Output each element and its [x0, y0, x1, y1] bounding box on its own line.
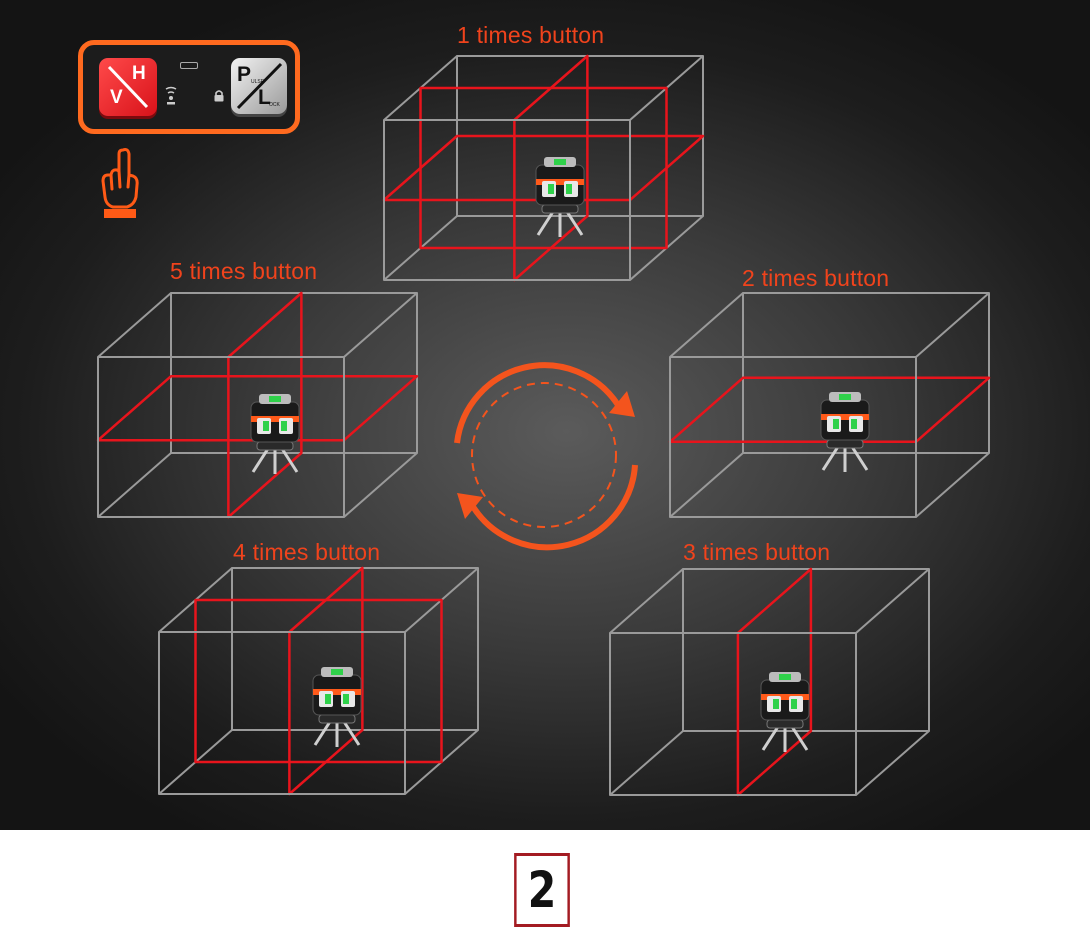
room-depth-edge	[609, 568, 684, 634]
tripod-head	[766, 719, 804, 729]
laser-emitter-left	[833, 419, 839, 429]
remote-signal-icon	[165, 86, 177, 105]
pl-bottom-letter: L	[258, 86, 271, 109]
pulse-lock-button[interactable]: P ULSE L OCK	[231, 58, 287, 114]
front-laser-plane	[194, 598, 443, 764]
laser-emitter-top	[779, 674, 791, 680]
laser-emitter-top	[554, 159, 566, 165]
laser-level-icon	[535, 157, 585, 237]
laser-level-icon	[820, 392, 870, 472]
page-number-badge: 2	[514, 853, 570, 927]
laser-level-icon	[312, 667, 362, 747]
side-laser-plane	[227, 291, 303, 519]
room-front-edges	[669, 356, 917, 518]
tripod-head	[826, 439, 864, 449]
room-depth-edge	[609, 730, 684, 796]
room-depth-edge	[343, 452, 418, 518]
laser-emitter-left	[773, 699, 779, 709]
room-depth-edge	[915, 292, 990, 358]
mode-1-caption: 1 times button	[457, 22, 605, 48]
room-front-edges	[609, 632, 857, 796]
pointing-hand-icon	[101, 148, 139, 218]
side-laser-plane	[736, 567, 813, 797]
laser-emitter-top	[839, 394, 851, 400]
room-depth-edge	[855, 730, 930, 796]
pl-bottom-sub: OCK	[269, 102, 280, 108]
laser-emitter-right	[566, 184, 572, 194]
cycle-arrows-icon	[454, 362, 638, 551]
level-orange-band	[536, 179, 584, 185]
laser-emitter-right	[851, 419, 857, 429]
laser-emitter-right	[791, 699, 797, 709]
room-depth-edge	[915, 452, 990, 518]
pl-top-letter: P	[237, 63, 252, 86]
room-depth-edge	[97, 292, 172, 358]
room-depth-edge	[669, 452, 744, 518]
pl-diagonal-icon	[236, 62, 283, 110]
room-depth-edge	[343, 292, 418, 358]
side-laser-plane	[513, 54, 589, 282]
mode-2-room	[668, 292, 991, 518]
mode-3-room	[609, 567, 930, 797]
vh-bottom-letter: V	[110, 87, 123, 108]
control-panel: H V P ULSE L OCK	[78, 40, 300, 134]
room-depth-edge	[669, 292, 744, 358]
laser-emitter-left	[548, 184, 554, 194]
laser-mode-scene	[96, 54, 991, 797]
room-front-edges	[383, 119, 631, 281]
illustration-panel: 1 times button 2 times button 3 times bu…	[0, 0, 1090, 830]
lock-icon	[214, 90, 224, 102]
side-laser-plane	[288, 566, 364, 796]
level-orange-band	[761, 694, 809, 700]
level-orange-band	[821, 414, 869, 420]
room-front-edges	[97, 356, 345, 518]
mode-4-caption: 4 times button	[233, 539, 381, 565]
vh-button[interactable]: H V	[99, 58, 157, 116]
vh-diagonal-icon	[107, 65, 149, 109]
level-orange-band	[251, 416, 299, 422]
laser-emitter-top	[269, 396, 281, 402]
mode-1-room	[382, 54, 705, 282]
mode-5-room	[96, 291, 419, 519]
laser-emitter-left	[325, 694, 331, 704]
room-depth-edge	[855, 568, 930, 634]
level-orange-band	[313, 689, 361, 695]
laser-emitter-right	[343, 694, 349, 704]
mode-2-caption: 2 times button	[742, 265, 890, 291]
mode-5-caption: 5 times button	[170, 258, 318, 284]
vh-top-letter: H	[132, 63, 146, 84]
room-depth-edge	[97, 452, 172, 518]
mode-4-room	[158, 566, 479, 796]
pl-top-sub: ULSE	[251, 79, 265, 85]
tripod-head	[256, 441, 294, 451]
tripod-head	[541, 204, 579, 214]
room-front-edges	[158, 631, 406, 795]
laser-emitter-left	[263, 421, 269, 431]
laser-emitter-right	[281, 421, 287, 431]
usb-port-icon	[180, 62, 198, 69]
laser-level-icon	[760, 672, 810, 752]
mode-3-caption: 3 times button	[683, 539, 831, 565]
laser-emitter-top	[331, 669, 343, 675]
front-laser-plane	[419, 86, 668, 250]
tripod-head	[318, 714, 356, 724]
laser-level-icon	[250, 394, 300, 474]
